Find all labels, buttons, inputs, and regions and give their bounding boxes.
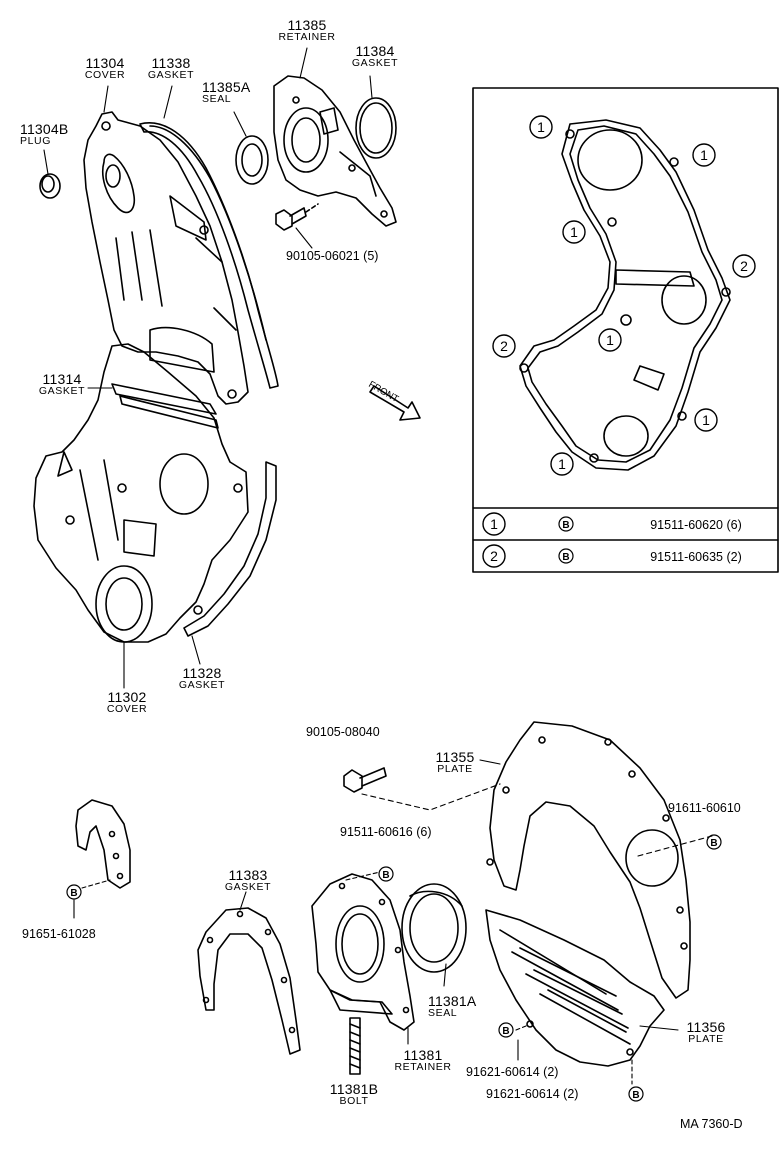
callout-1-marker: 1 xyxy=(606,332,614,348)
fastener-ref-90105-08040: 90105-08040 xyxy=(306,725,380,739)
part-number: 11381 xyxy=(403,1047,443,1063)
part-label-11328: 11328 GASKET xyxy=(172,666,232,691)
stud-bolt-11381b-drawing xyxy=(349,1017,361,1075)
part-number: 11356 xyxy=(686,1019,726,1035)
fastener-ref-91651-61028: 91651-61028 xyxy=(22,927,96,941)
table-row-2-mark: B xyxy=(562,552,569,563)
part-name: PLATE xyxy=(437,763,473,775)
fastener-ref-91511-60616: 91511-60616 (6) xyxy=(340,825,432,839)
gasket-11338-drawing xyxy=(139,122,279,389)
b-mark: B xyxy=(502,1026,509,1037)
plate-11356-drawing xyxy=(485,909,679,1085)
part-label-11338: 11338 GASKET xyxy=(140,56,202,81)
part-name: GASKET xyxy=(147,69,195,81)
part-label-11381: 11381 RETAINER xyxy=(386,1048,460,1073)
inset-panel xyxy=(472,87,779,573)
inset-table xyxy=(482,512,574,568)
seal-11385a-drawing xyxy=(235,135,269,185)
part-name: RETAINER xyxy=(394,1061,452,1073)
leader-lines-upper xyxy=(43,47,373,689)
fastener-ref-91621-60614-lower: 91621-60614 (2) xyxy=(486,1087,579,1101)
part-label-11356: 11356 PLATE xyxy=(680,1020,732,1045)
part-name: SEAL xyxy=(428,1007,458,1019)
part-label-11381a: 11381A SEAL xyxy=(428,994,480,1019)
bolt-90105-08040-drawing xyxy=(343,767,501,811)
gasket-11383-drawing xyxy=(197,891,301,1055)
part-number: 11384 xyxy=(355,43,395,59)
callout-1-marker: 1 xyxy=(537,119,545,135)
bolt-mark-symbols xyxy=(66,834,722,1102)
part-label-11302: 11302 COVER xyxy=(98,690,156,715)
b-mark: B xyxy=(632,1090,639,1101)
part-name: GASKET xyxy=(224,881,272,893)
retainer-11381-drawing xyxy=(311,871,415,1045)
b-mark: B xyxy=(70,888,77,899)
callout-1-marker: 1 xyxy=(570,224,578,240)
callout-2-marker: 2 xyxy=(740,258,748,274)
part-number: 11355 xyxy=(435,749,475,765)
part-number: 11304 xyxy=(85,55,125,71)
part-label-11385a: 11385A SEAL xyxy=(202,80,264,105)
part-name: GASKET xyxy=(178,679,226,691)
bracket-drawing xyxy=(73,799,131,919)
table-row-2-key: 2 xyxy=(490,548,498,564)
lower-timing-cover-drawing xyxy=(33,343,249,643)
part-label-11383: 11383 GASKET xyxy=(218,868,278,893)
part-number: 11338 xyxy=(151,55,191,71)
b-mark: B xyxy=(710,838,717,849)
part-label-11355: 11355 PLATE xyxy=(428,750,482,775)
part-number: 11381B xyxy=(329,1081,379,1097)
table-row-2-part: 91511-60635 (2) xyxy=(650,550,742,564)
upper-timing-cover-drawing xyxy=(83,111,249,405)
table-row-1-part: 91511-60620 (6) xyxy=(650,518,742,532)
fastener-ref-91621-60614: 91621-60614 (2) xyxy=(466,1065,559,1079)
part-number: 11302 xyxy=(107,689,147,705)
part-number: 11385A xyxy=(202,79,251,95)
callout-1-marker: 1 xyxy=(700,147,708,163)
gasket-11384-ring xyxy=(355,97,397,159)
part-name: SEAL xyxy=(202,93,232,105)
part-name: PLATE xyxy=(688,1033,724,1045)
diagram-id: MA 7360-D xyxy=(680,1117,743,1131)
part-number: 11381A xyxy=(428,993,477,1009)
part-label-11314: 11314 GASKET xyxy=(34,372,90,397)
part-number: 11383 xyxy=(228,867,268,883)
part-number: 11385 xyxy=(287,17,327,33)
part-label-11385: 11385 RETAINER xyxy=(272,18,342,43)
plate-11355-drawing xyxy=(479,721,713,999)
part-name: COVER xyxy=(106,703,148,715)
gasket-11314-drawing xyxy=(111,383,219,429)
part-name: GASKET xyxy=(38,385,86,397)
part-name: COVER xyxy=(84,69,126,81)
fastener-ref-90105-06021: 90105-06021 (5) xyxy=(286,249,379,263)
callout-2-marker: 2 xyxy=(500,338,508,354)
seal-11381a-drawing xyxy=(401,883,467,987)
callout-1-marker: 1 xyxy=(702,412,710,428)
callout-1-marker: 1 xyxy=(558,456,566,472)
part-name: BOLT xyxy=(339,1095,369,1107)
part-name: RETAINER xyxy=(278,31,336,43)
inset-callouts xyxy=(492,115,756,476)
part-number: 11328 xyxy=(182,665,222,681)
part-label-11304: 11304 COVER xyxy=(80,56,130,81)
retainer-11385-drawing xyxy=(273,75,397,227)
table-row-1-mark: B xyxy=(562,520,569,531)
part-name: PLUG xyxy=(20,135,51,147)
fastener-ref-91611-60610: 91611-60610 xyxy=(668,801,741,815)
part-number: 11304B xyxy=(20,121,69,137)
plug-11304b-drawing xyxy=(39,173,61,199)
b-mark: B xyxy=(382,870,389,881)
part-number: 11314 xyxy=(42,371,82,387)
part-label-11304b: 11304B PLUG xyxy=(20,122,80,147)
part-name: GASKET xyxy=(351,57,399,69)
part-label-11381b: 11381B BOLT xyxy=(326,1082,382,1107)
front-direction-arrow xyxy=(369,385,421,421)
inset-gasket-outline xyxy=(519,119,731,471)
gasket-11328-drawing xyxy=(183,461,277,637)
table-row-1-key: 1 xyxy=(490,516,498,532)
bolt-90105-06021-drawing xyxy=(275,203,319,231)
part-label-11384: 11384 GASKET xyxy=(344,44,406,69)
